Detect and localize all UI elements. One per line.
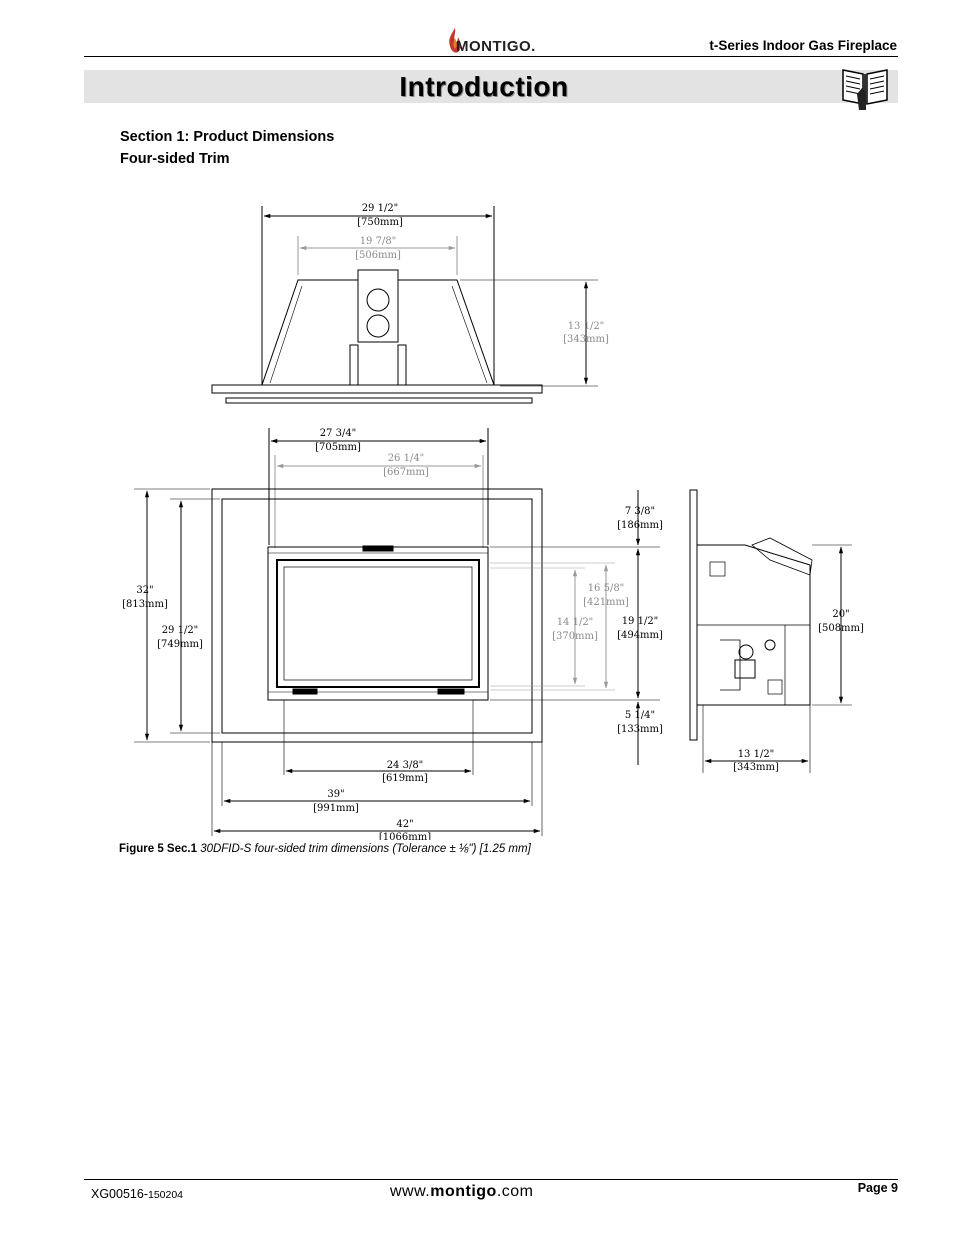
flame-icon <box>449 28 461 53</box>
side-depth-mm: [343mm] <box>733 762 779 773</box>
caption-text: 30DFID-S four-sided trim dimensions (Tol… <box>200 843 531 855</box>
front-view <box>134 428 660 836</box>
glass-h-mm: [421mm] <box>583 597 629 608</box>
top-offset-mm: [186mm] <box>617 520 663 531</box>
inner-trim-w-in: 39" <box>327 789 344 800</box>
section-subheading: Four-sided Trim <box>120 151 230 167</box>
front-outer-in: 27 3/4" <box>320 428 357 439</box>
side-h-mm: [508mm] <box>818 623 864 634</box>
top-inner-in: 19 7/8" <box>360 236 397 247</box>
website-link[interactable]: www.montigo.com <box>390 1183 534 1201</box>
manual-book-icon <box>842 69 888 110</box>
glass-h-in: 16 5/8" <box>588 583 625 594</box>
trim-h-in: 32" <box>136 585 153 596</box>
doc-code-text: XG00516- <box>91 1187 148 1201</box>
inner-trim-w-mm: [991mm] <box>313 803 359 814</box>
trim-h-mm: [813mm] <box>122 599 168 610</box>
website-suffix: .com <box>496 1183 534 1200</box>
top-inner-mm: [506mm] <box>355 250 401 261</box>
caption-label: Figure 5 Sec.1 <box>119 843 197 855</box>
box-h-in: 19 1/2" <box>622 616 659 627</box>
front-inner-in: 26 1/4" <box>388 453 425 464</box>
section-heading: Section 1: Product Dimensions <box>120 129 335 145</box>
top-width-in: 29 1/2" <box>362 203 399 214</box>
footer-divider <box>84 1179 898 1180</box>
side-h-in: 20" <box>832 609 849 620</box>
view-h-mm: [370mm] <box>552 631 598 642</box>
top-offset-in: 7 3/8" <box>625 506 655 517</box>
trim-w-mm: [1066mm] <box>379 832 431 840</box>
front-outer-mm: [705mm] <box>315 442 361 453</box>
banner-title: Introduction <box>399 71 569 102</box>
website-brand: montigo <box>430 1183 497 1200</box>
view-w-in: 24 3/8" <box>387 760 424 771</box>
website-prefix: www. <box>390 1183 431 1200</box>
inner-trim-h-in: 29 1/2" <box>162 625 199 636</box>
box-h-mm: [494mm] <box>617 630 663 641</box>
front-inner-mm: [667mm] <box>383 467 429 478</box>
series-title: t-Series Indoor Gas Fireplace <box>709 38 897 53</box>
dimension-drawing: 29 1/2" [750mm] 19 7/8" [506mm] 13 1/2" … <box>122 203 864 840</box>
bottom-offset-in: 5 1/4" <box>625 710 655 721</box>
side-view <box>689 489 852 773</box>
inner-trim-h-mm: [749mm] <box>157 639 203 650</box>
view-w-mm: [619mm] <box>382 773 428 784</box>
header-divider <box>84 56 898 57</box>
top-view <box>211 206 598 404</box>
bottom-offset-mm: [133mm] <box>617 724 663 735</box>
top-width-mm: [750mm] <box>357 217 403 228</box>
side-depth-in: 13 1/2" <box>738 749 775 760</box>
doc-date: 150204 <box>147 1189 184 1201</box>
section-banner: Introduction <box>84 69 898 110</box>
page-number: Page 9 <box>857 1181 898 1195</box>
trim-w-in: 42" <box>396 819 413 830</box>
logo-text: MONTIGO. <box>456 38 536 55</box>
document-code: XG00516-150204 <box>91 1187 183 1201</box>
figure-caption: Figure 5 Sec.1 30DFID-S four-sided trim … <box>119 843 531 855</box>
montigo-logo: MONTIGO. <box>446 26 546 60</box>
top-depth-in: 13 1/2" <box>568 321 605 332</box>
view-h-in: 14 1/2" <box>557 617 594 628</box>
top-depth-mm: [343mm] <box>563 334 609 345</box>
